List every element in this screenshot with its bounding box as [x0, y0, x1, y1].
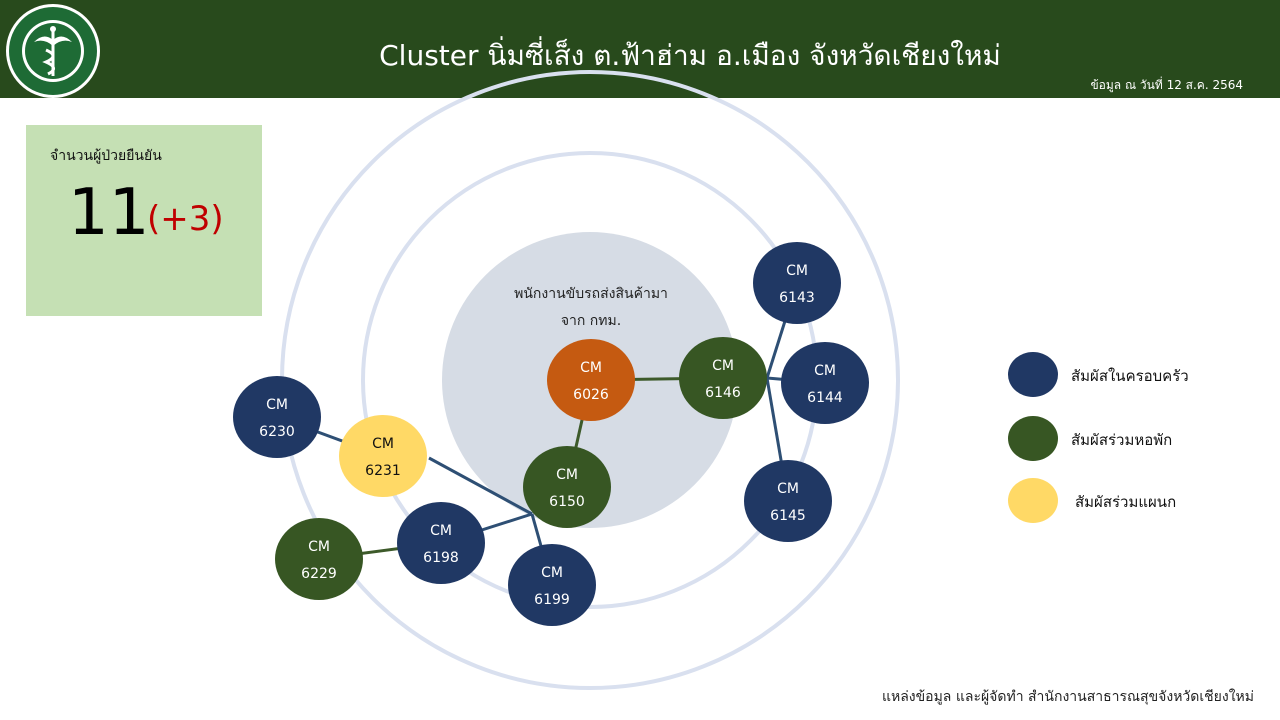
center-label-line1: พนักงานขับรถส่งสินค้ามา — [514, 286, 668, 302]
confirmed-cases-label: จำนวนผู้ป่วยยืนยัน — [50, 148, 162, 164]
case-node-prefix-6150: CM — [556, 467, 578, 483]
case-node-circle-6143 — [753, 242, 841, 324]
case-node-id-6026: 6026 — [573, 387, 609, 403]
case-node-circle-6144 — [781, 342, 869, 424]
case-node-prefix-6199: CM — [541, 565, 563, 581]
case-node-6143: CM 6143 — [753, 242, 841, 324]
confirmed-cases-delta: (+3) — [147, 199, 224, 239]
case-node-id-6229: 6229 — [301, 566, 337, 582]
case-node-6150: CM 6150 — [523, 446, 611, 528]
case-node-circle-6150 — [523, 446, 611, 528]
case-node-id-6145: 6145 — [770, 508, 806, 524]
edge-6150-6231 — [428, 456, 533, 516]
center-label-line2: จาก กทม. — [561, 313, 621, 329]
case-node-circle-6198 — [397, 502, 485, 584]
case-node-id-6230: 6230 — [259, 424, 295, 440]
case-node-6198: CM 6198 — [397, 502, 485, 584]
case-node-prefix-6144: CM — [814, 363, 836, 379]
footer-source: แหล่งข้อมูล และผู้จัดทำ สำนักงานสาธารณสุ… — [881, 689, 1254, 705]
confirmed-cases-box: จำนวนผู้ป่วยยืนยัน 11 (+3) — [26, 125, 262, 316]
legend-label-dorm: สัมผัสร่วมหอพัก — [1071, 431, 1173, 449]
case-node-circle-6231 — [339, 415, 427, 497]
case-node-prefix-6145: CM — [777, 481, 799, 497]
case-node-circle-6199 — [508, 544, 596, 626]
case-node-6026: CM 6026 — [547, 339, 635, 421]
legend-label-family: สัมผัสในครอบครัว — [1071, 367, 1189, 385]
case-node-id-6146: 6146 — [705, 385, 741, 401]
legend-swatch-family — [1008, 352, 1058, 397]
case-node-id-6199: 6199 — [534, 592, 570, 608]
case-node-6145: CM 6145 — [744, 460, 832, 542]
case-node-circle-6145 — [744, 460, 832, 542]
case-node-6199: CM 6199 — [508, 544, 596, 626]
case-node-6230: CM 6230 — [233, 376, 321, 458]
legend-swatch-department — [1008, 478, 1058, 523]
case-node-circle-6026 — [547, 339, 635, 421]
case-node-prefix-6231: CM — [372, 436, 394, 452]
case-node-id-6231: 6231 — [365, 463, 401, 479]
case-node-circle-6146 — [679, 337, 767, 419]
case-node-circle-6229 — [275, 518, 363, 600]
case-node-6146: CM 6146 — [679, 337, 767, 419]
case-node-6229: CM 6229 — [275, 518, 363, 600]
case-node-prefix-6146: CM — [712, 358, 734, 374]
case-node-prefix-6229: CM — [308, 539, 330, 555]
data-date: ข้อมูล ณ วันที่ 12 ส.ค. 2564 — [1090, 78, 1243, 92]
header-bar: Cluster นิ่มซี่เส็ง ต.ฟ้าฮ่าม อ.เมือง จั… — [0, 0, 1280, 98]
case-node-id-6150: 6150 — [549, 494, 585, 510]
case-node-id-6143: 6143 — [779, 290, 815, 306]
case-node-prefix-6026: CM — [580, 360, 602, 376]
legend-label-department: สัมผัสร่วมแผนก — [1075, 493, 1177, 511]
case-node-prefix-6230: CM — [266, 397, 288, 413]
case-node-circle-6230 — [233, 376, 321, 458]
case-node-prefix-6143: CM — [786, 263, 808, 279]
page-title: Cluster นิ่มซี่เส็ง ต.ฟ้าฮ่าม อ.เมือง จั… — [379, 39, 1001, 72]
case-node-6144: CM 6144 — [781, 342, 869, 424]
confirmed-cases-value: 11 — [68, 176, 150, 250]
case-node-prefix-6198: CM — [430, 523, 452, 539]
case-node-6231: CM 6231 — [339, 415, 427, 497]
case-node-id-6198: 6198 — [423, 550, 459, 566]
legend-swatch-dorm — [1008, 416, 1058, 461]
case-node-id-6144: 6144 — [807, 390, 843, 406]
nodes-layer: CM6026CM6146CM6150CM6143CM6144CM6145CM62… — [233, 242, 869, 626]
ministry-logo — [6, 4, 100, 98]
